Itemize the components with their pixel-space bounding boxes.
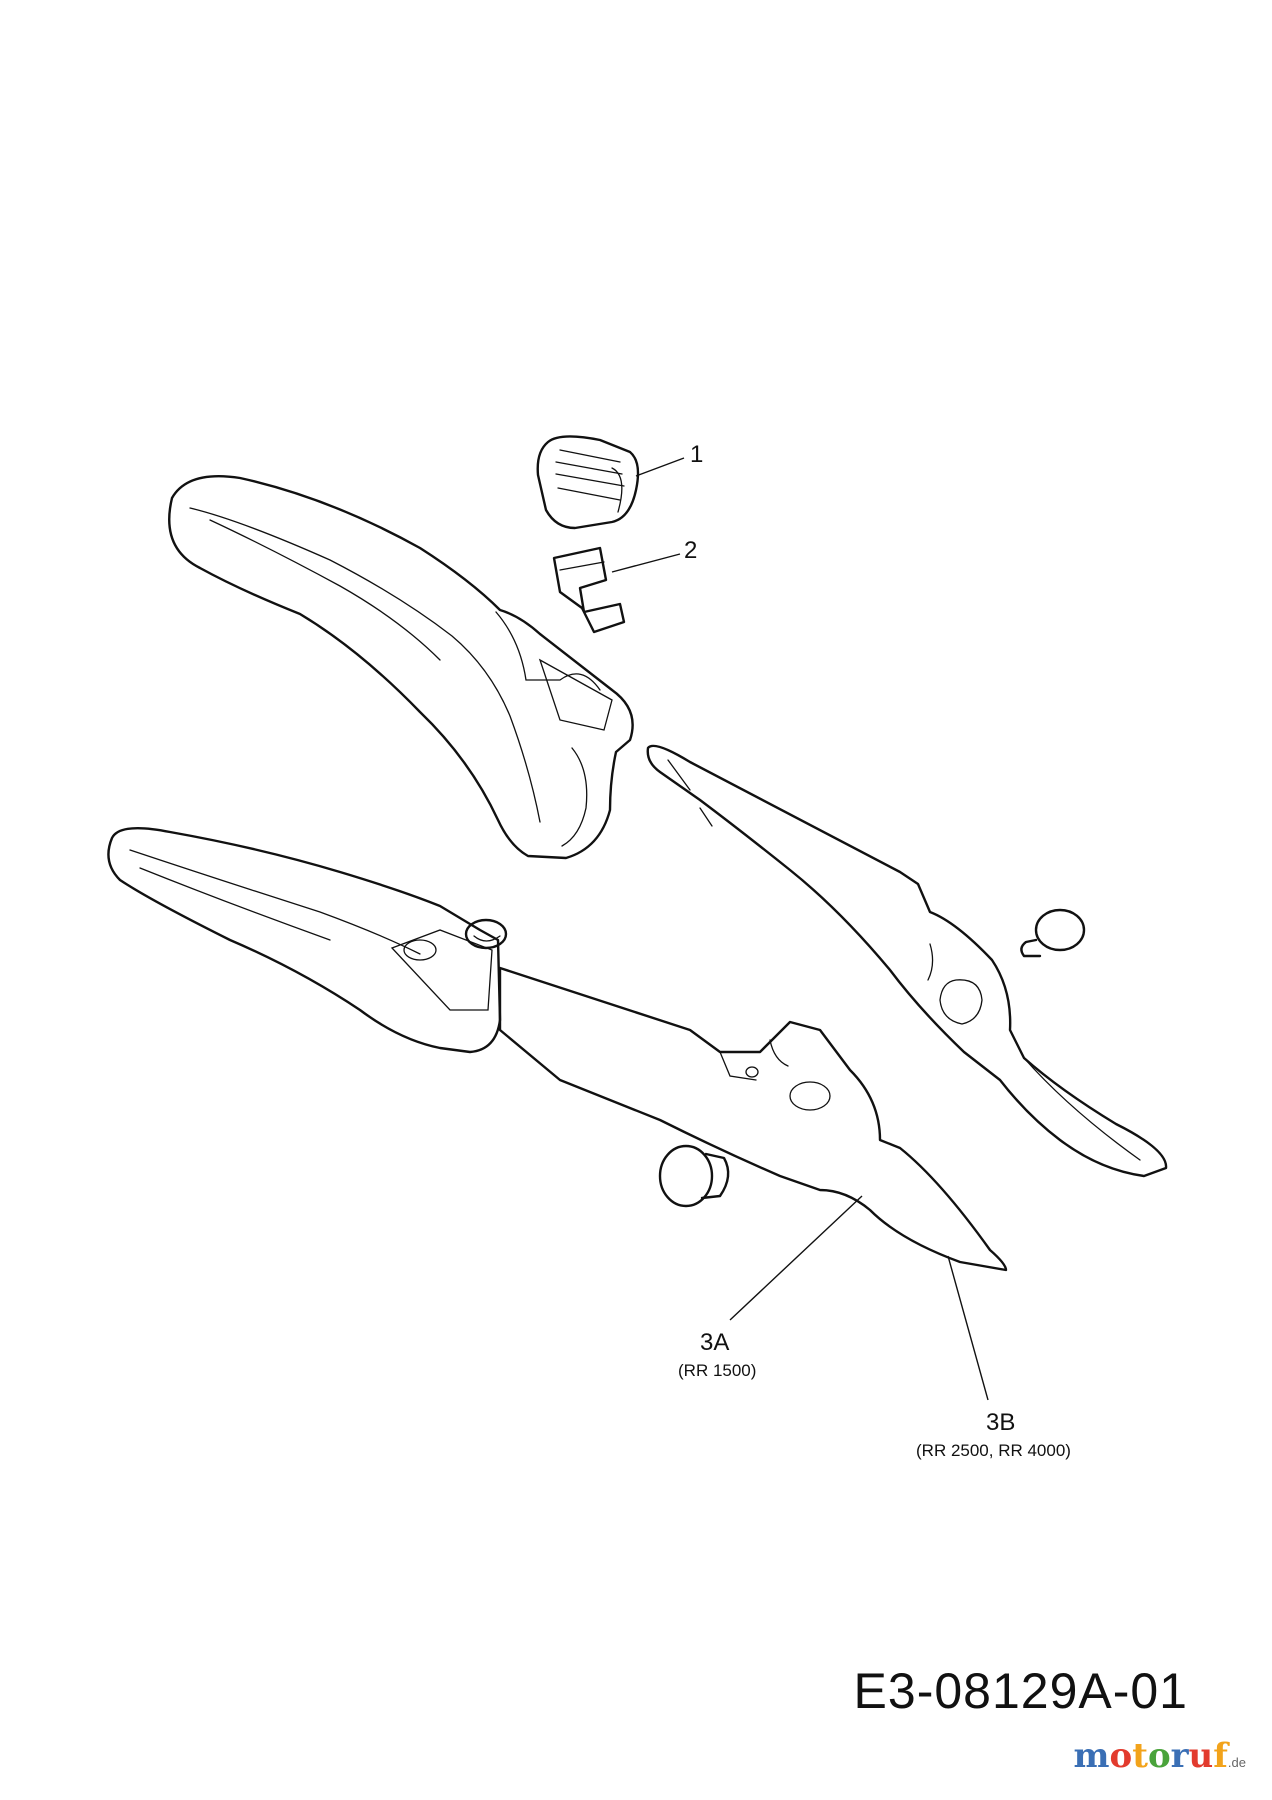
logo-letter: m [1073, 1736, 1110, 1776]
logo-letter: o [1147, 1736, 1171, 1776]
motoruf-logo: motoruf.de [1074, 1736, 1246, 1776]
logo-letter: r [1170, 1736, 1189, 1776]
small-nut [464, 918, 508, 950]
logo-letter: o [1109, 1736, 1133, 1776]
lower-pivot-bolt [658, 1144, 730, 1208]
logo-letter: u [1188, 1736, 1214, 1776]
callout-3b-label: 3B [986, 1409, 1015, 1436]
callout-1-label: 1 [690, 441, 703, 468]
part-2-clip [552, 546, 626, 634]
upper-blade [646, 744, 1168, 1178]
callout-3a-label: 3A [700, 1329, 729, 1356]
leader-lines [611, 457, 989, 1401]
lower-blade [498, 966, 1008, 1272]
upper-pivot-bolt [1020, 908, 1086, 958]
upper-handle [168, 475, 634, 860]
drawing-code: E3-08129A-01 [853, 1663, 1188, 1719]
callout-3b-note: (RR 2500, RR 4000) [916, 1441, 1071, 1460]
callout-2-label: 2 [684, 537, 697, 564]
logo-letter: f [1213, 1736, 1228, 1776]
logo-suffix: .de [1227, 1755, 1246, 1770]
lower-handle [107, 827, 502, 1054]
logo-letter: t [1132, 1736, 1148, 1776]
part-1-bumper [536, 435, 640, 530]
callout-3a-note: (RR 1500) [678, 1361, 756, 1380]
